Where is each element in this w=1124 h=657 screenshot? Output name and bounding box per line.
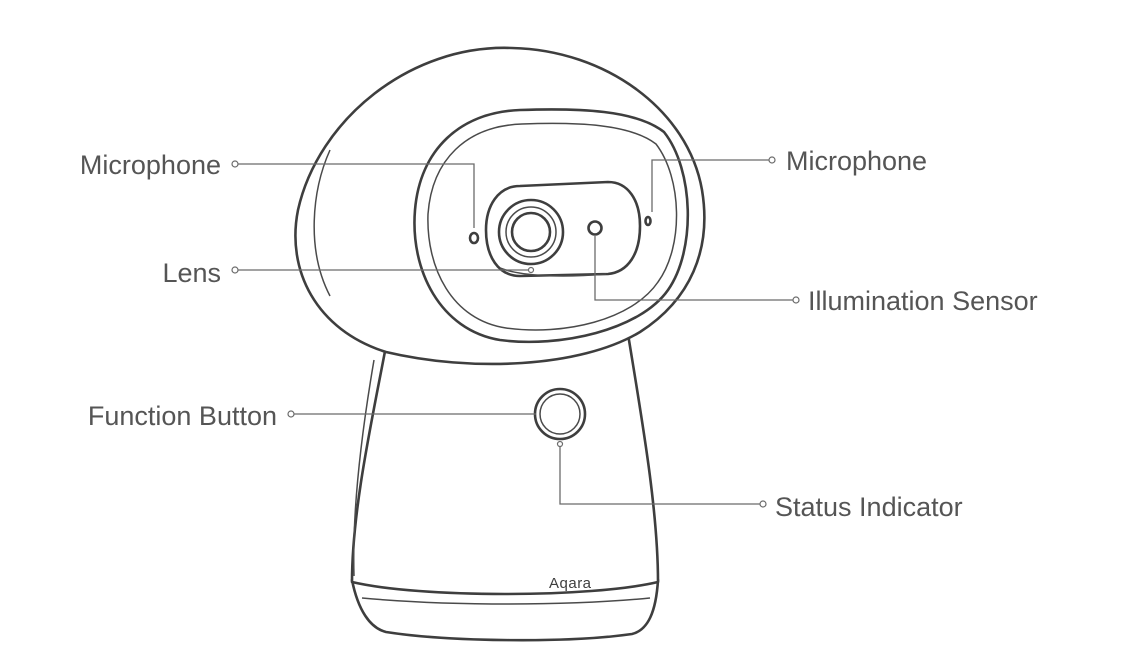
leader-microphone-left — [236, 163, 475, 228]
leader-microphone-right — [651, 159, 771, 212]
leader-dots — [231, 156, 800, 508]
leader-lines — [236, 159, 795, 505]
label-status-indicator: Status Indicator — [775, 492, 963, 522]
dot-illumination-sensor — [792, 296, 800, 304]
microphone-right-hole — [644, 215, 652, 227]
microphone-left-hole — [468, 231, 480, 245]
label-microphone-right: Microphone — [786, 146, 927, 176]
dot-status-indicator-target — [556, 440, 564, 448]
camera-head-inner-rim — [313, 149, 331, 297]
label-lens: Lens — [162, 258, 221, 288]
dot-status-indicator — [759, 500, 767, 508]
illumination-sensor-icon — [587, 220, 603, 236]
function-button-icon — [533, 387, 587, 441]
camera-device: Aqara — [294, 46, 706, 642]
lens-icon — [497, 198, 565, 266]
dot-lens-target — [527, 266, 535, 274]
dot-lens — [231, 266, 239, 274]
camera-base — [350, 578, 660, 642]
label-function-button: Function Button — [88, 401, 277, 431]
brand-logo: Aqara — [549, 575, 592, 592]
camera-body-inner-edge — [353, 359, 375, 577]
camera-faceplate-inner — [427, 122, 678, 331]
leader-status-indicator — [559, 442, 762, 505]
label-microphone-left: Microphone — [80, 150, 221, 180]
dot-function-button — [287, 410, 295, 418]
camera-body — [350, 332, 660, 596]
dot-microphone-right — [768, 156, 776, 164]
part-labels: Microphone Microphone Lens Illumination … — [80, 146, 1038, 522]
label-illumination-sensor: Illumination Sensor — [808, 286, 1038, 316]
leader-illumination-sensor — [594, 236, 795, 301]
dot-microphone-left — [231, 160, 239, 168]
camera-base-top-edge — [361, 597, 651, 605]
